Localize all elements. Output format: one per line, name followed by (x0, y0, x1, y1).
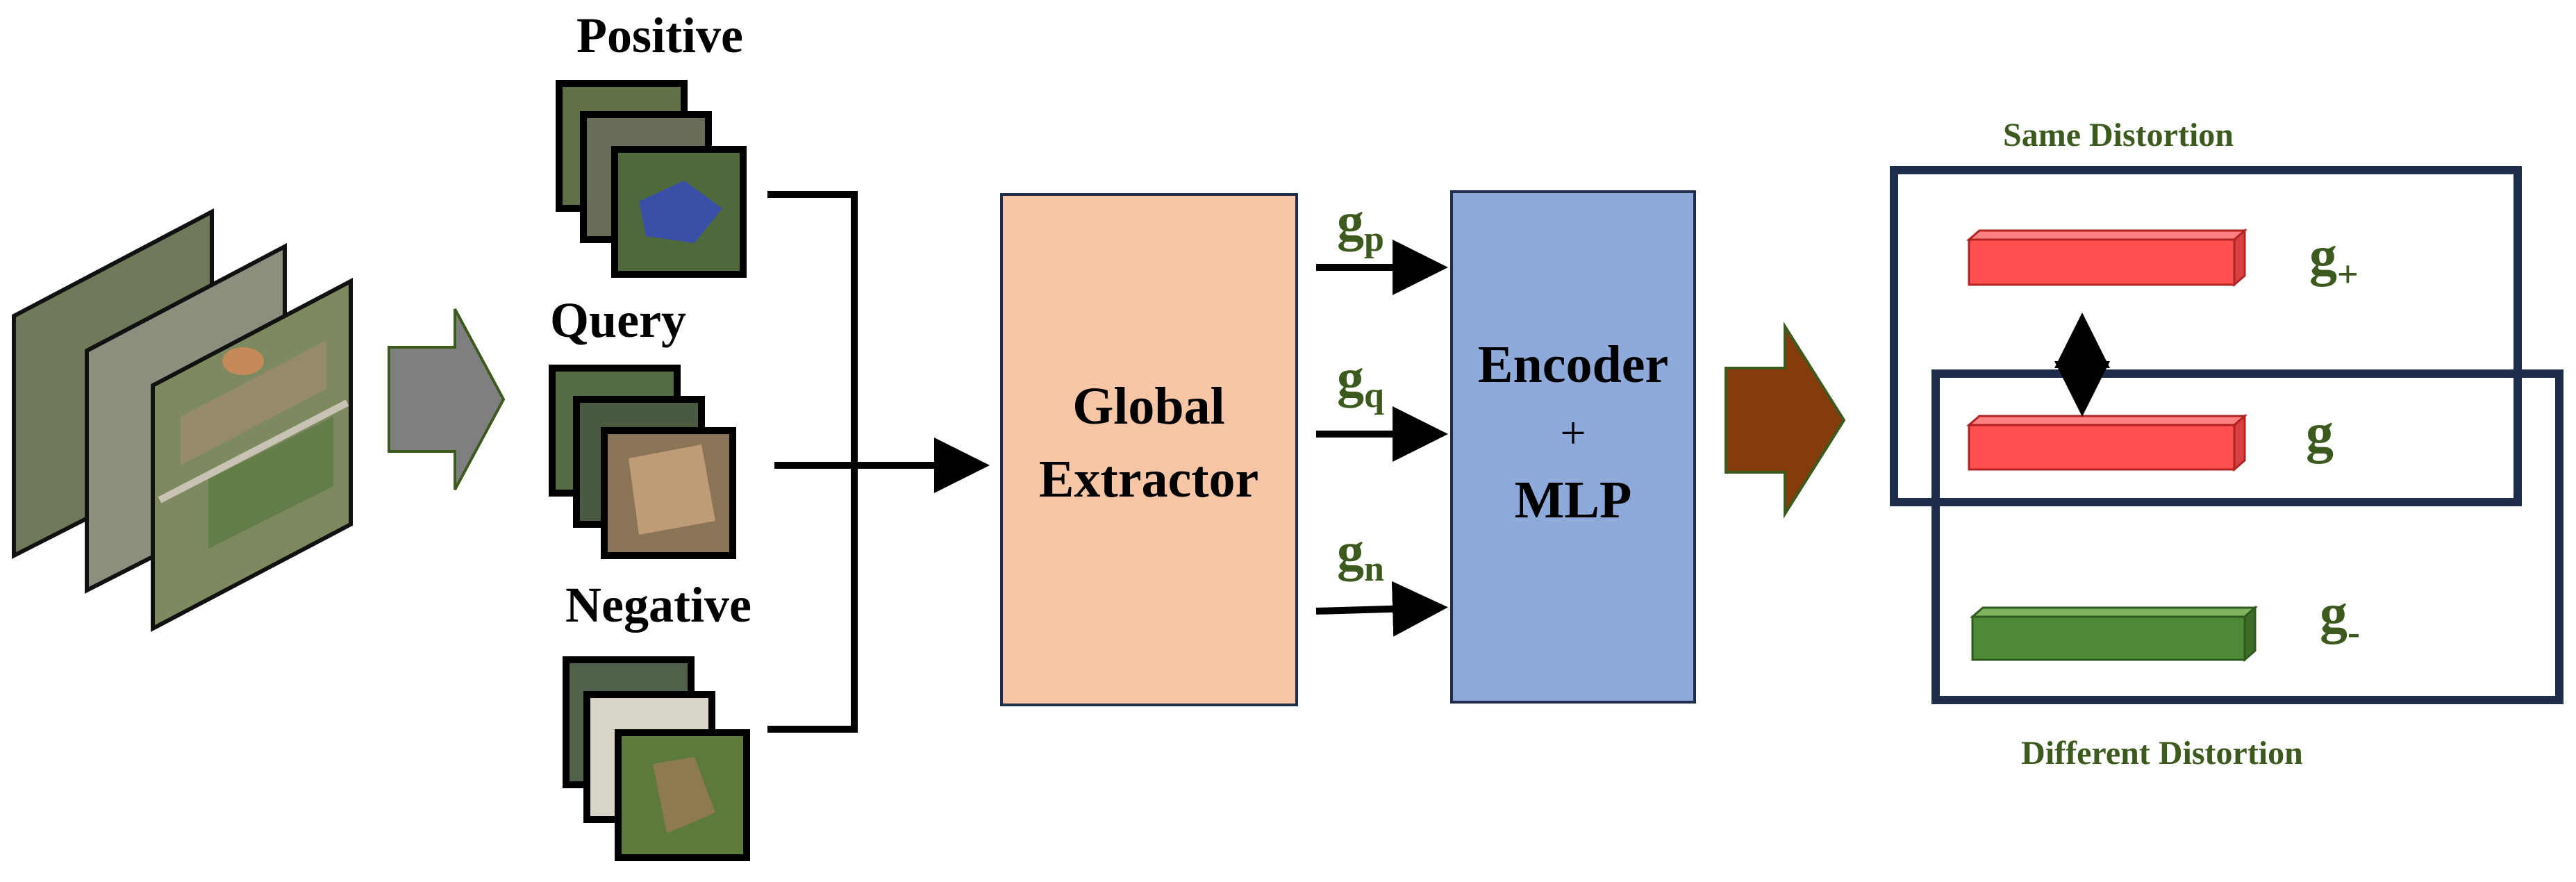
g-plus-label: g+ (2309, 226, 2359, 295)
encoder-label: Encoder (1478, 335, 1668, 394)
output-arrow (1725, 322, 1846, 519)
feature-gn-label: gn (1337, 521, 1384, 589)
query-label: Query (550, 292, 686, 348)
triplet-connector (767, 191, 990, 733)
query-embedding-bar (1966, 413, 2248, 472)
negative-embedding-bar (1969, 605, 2259, 663)
different-distortion-label: Different Distortion (2021, 735, 2303, 772)
positive-image-stack (556, 80, 747, 278)
g-label: g (2306, 403, 2334, 464)
feature-arrows (1315, 240, 1448, 637)
input-image-stack (12, 208, 353, 632)
encoder-mlp-block (1450, 190, 1696, 704)
global-extractor-block (1000, 193, 1298, 706)
mlp-label: MLP (1515, 471, 1632, 529)
feature-gq-label: gq (1337, 347, 1384, 415)
different-distortion-frame (1931, 369, 2563, 704)
g-minus-label: g- (2320, 583, 2360, 653)
global-extractor-label-line2: Extractor (1039, 450, 1259, 508)
same-distortion-frame (1890, 166, 2522, 506)
global-extractor-label-line1: Global (1072, 377, 1225, 435)
input-arrow (388, 308, 506, 490)
positive-label: Positive (576, 8, 743, 63)
encoder-plus-label: + (1560, 408, 1586, 458)
negative-label: Negative (565, 577, 751, 633)
same-distortion-label: Same Distortion (2003, 117, 2234, 153)
feature-gp-label: gp (1337, 191, 1384, 259)
query-image-stack (549, 365, 736, 559)
positive-embedding-bar (1966, 228, 2248, 288)
negative-image-stack (563, 656, 750, 861)
